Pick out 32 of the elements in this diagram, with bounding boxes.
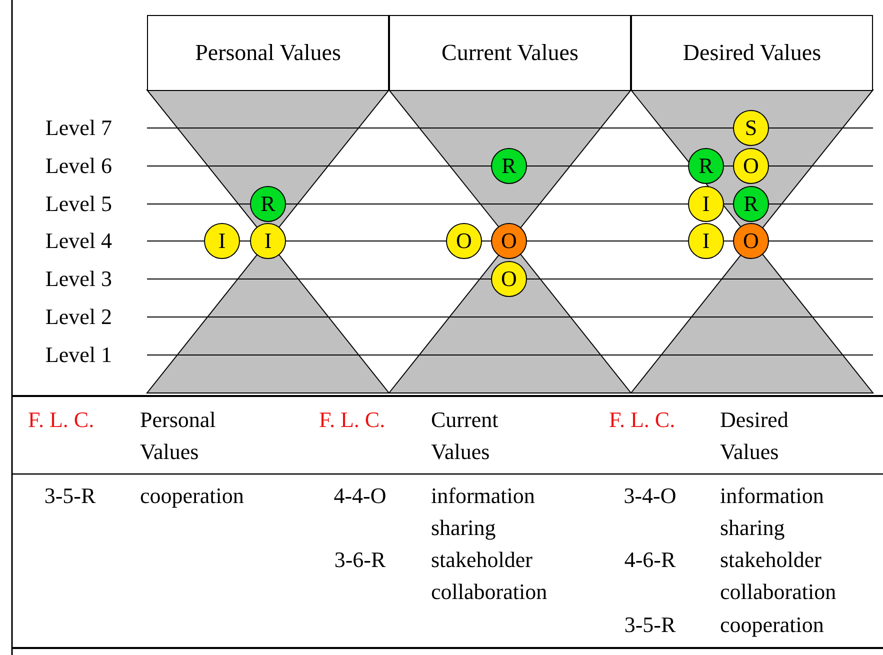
value-circle: I (688, 186, 724, 222)
column-heading: F. L. C. (28, 406, 96, 434)
column-header: Current Values (389, 15, 631, 91)
code-cell-text: 3-5-R (623, 611, 677, 639)
code-cell-text: 3-5-R (43, 482, 97, 510)
value-cell-text: cooperation (720, 611, 825, 639)
value-circle: O (491, 223, 527, 259)
value-circle: I (250, 223, 286, 259)
value-circle: O (733, 223, 769, 259)
level-label: Level 4 (44, 227, 112, 255)
level-label: Level 1 (44, 341, 112, 369)
level-label: Level 5 (44, 190, 112, 218)
value-circle: I (688, 223, 724, 259)
column-header: Desired Values (631, 15, 873, 91)
column-heading: Desired Values (720, 406, 790, 466)
level-label: Level 3 (44, 265, 112, 293)
value-cell-text: cooperation (140, 482, 245, 510)
column-heading: F. L. C. (319, 406, 386, 434)
column-header: Personal Values (147, 15, 389, 91)
level-label: Level 6 (44, 152, 112, 180)
column-heading: F. L. C. (609, 406, 676, 434)
column-heading: Personal Values (140, 406, 217, 466)
column-heading: Current Values (431, 406, 500, 466)
code-cell-text: 3-6-R (333, 546, 387, 574)
value-circle: I (204, 223, 240, 259)
value-circle: O (446, 223, 482, 259)
level-label: Level 2 (44, 303, 112, 331)
code-cell-text: 4-4-O (332, 482, 388, 510)
value-cell-text: stakeholder collaboration (431, 546, 548, 606)
level-label: Level 7 (44, 114, 112, 142)
code-cell-text: 4-6-R (623, 546, 677, 574)
code-cell-text: 3-4-O (622, 482, 678, 510)
